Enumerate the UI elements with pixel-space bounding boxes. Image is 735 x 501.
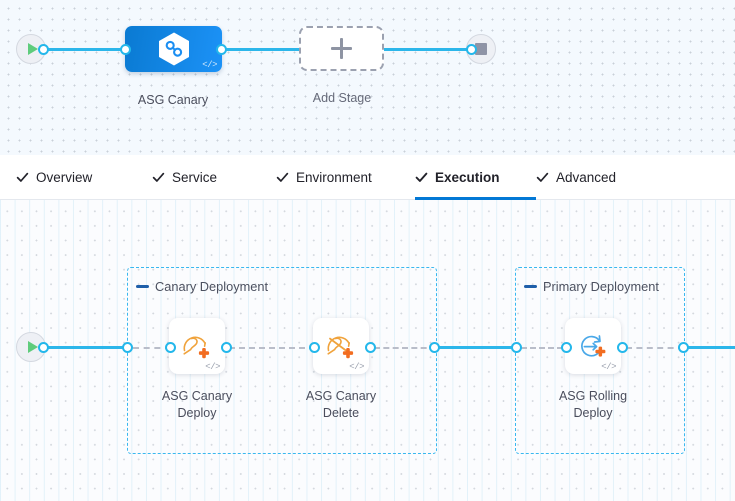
step-input-connector-dot-canary-deploy[interactable] (165, 342, 176, 353)
connector-dash-g1-entry (133, 347, 171, 349)
start-node-connector-dot[interactable] (38, 44, 49, 55)
play-icon (27, 43, 38, 55)
stage-input-connector-dot[interactable] (120, 44, 131, 55)
stage-config-tabs: Overview Service Environment Execution A… (0, 155, 735, 200)
connector-line-add-to-end (383, 48, 472, 51)
tab-label: Environment (296, 169, 372, 185)
step-group-header-canary-deployment: Canary Deployment (136, 279, 268, 294)
play-icon (27, 341, 38, 353)
check-icon (276, 171, 289, 184)
group-title: Primary Deployment (543, 279, 659, 294)
connector-line-start-to-stage (42, 48, 132, 51)
connector-line-start-to-group1 (42, 346, 132, 349)
step-group-canary-deployment[interactable] (127, 267, 437, 454)
add-stage-button[interactable] (299, 26, 384, 71)
step-node-asg-canary-deploy[interactable]: </> (169, 318, 225, 374)
code-badge-icon: </> (349, 362, 364, 372)
group1-exit-connector-dot[interactable] (429, 342, 440, 353)
check-icon (16, 171, 29, 184)
step-output-connector-dot-rolling-deploy[interactable] (617, 342, 628, 353)
step-input-connector-dot-canary-delete[interactable] (309, 342, 320, 353)
group2-exit-connector-dot[interactable] (678, 342, 689, 353)
group1-entry-connector-dot[interactable] (122, 342, 133, 353)
connector-dash-g1-between (229, 347, 315, 349)
step-group-header-primary-deployment: Primary Deployment (524, 279, 659, 294)
check-icon (152, 171, 165, 184)
code-badge-icon: </> (202, 60, 217, 70)
group2-entry-connector-dot[interactable] (511, 342, 522, 353)
collapse-dash-icon[interactable] (524, 285, 537, 288)
tab-label: Execution (435, 169, 500, 185)
connector-line-group1-to-group2 (434, 346, 521, 349)
stage-canvas[interactable]: </> ASG Canary Add Stage (0, 0, 735, 155)
execution-start-connector-dot[interactable] (38, 342, 49, 353)
tab-advanced[interactable]: Advanced (536, 155, 656, 200)
asg-rolling-deploy-icon (576, 330, 610, 362)
collapse-dash-icon[interactable] (136, 285, 149, 288)
asg-canary-delete-icon (324, 330, 358, 362)
check-icon (536, 171, 549, 184)
connector-line-group2-to-edge (685, 346, 735, 349)
step-node-asg-canary-delete[interactable]: </> (313, 318, 369, 374)
stage-node-asg-canary[interactable]: </> (125, 26, 222, 72)
asg-canary-deploy-icon (180, 330, 214, 362)
step-node-asg-rolling-deploy[interactable]: </> (565, 318, 621, 374)
tab-overview[interactable]: Overview (0, 155, 152, 200)
execution-canvas[interactable]: Canary Deployment Primary Deployment (0, 200, 735, 501)
step-group-primary-deployment[interactable] (515, 267, 685, 454)
step-label-asg-canary-delete: ASG Canary Delete (305, 389, 377, 420)
tab-label: Advanced (556, 169, 617, 185)
step-label-asg-canary-deploy: ASG Canary Deploy (161, 389, 233, 420)
tab-service[interactable]: Service (152, 155, 276, 200)
stage-label-asg-canary: ASG Canary (137, 93, 209, 107)
code-badge-icon: </> (601, 362, 616, 372)
group-title: Canary Deployment (155, 279, 269, 294)
step-output-connector-dot-canary-delete[interactable] (365, 342, 376, 353)
step-input-connector-dot-rolling-deploy[interactable] (561, 342, 572, 353)
tab-label: Overview (36, 169, 93, 185)
plus-icon-vertical (340, 38, 343, 59)
check-icon (415, 171, 428, 184)
stage-output-connector-dot[interactable] (216, 44, 227, 55)
end-node-connector-dot[interactable] (466, 44, 477, 55)
tab-environment[interactable]: Environment (276, 155, 415, 200)
stop-icon (475, 43, 487, 55)
tab-label: Service (172, 169, 218, 185)
harness-deploy-hexagon-icon (157, 31, 191, 67)
step-label-asg-rolling-deploy: ASG Rolling Deploy (558, 389, 628, 420)
add-stage-label: Add Stage (312, 91, 372, 105)
tab-execution[interactable]: Execution (415, 155, 536, 200)
step-output-connector-dot-canary-deploy[interactable] (221, 342, 232, 353)
connector-line-stage-to-add (216, 48, 301, 51)
connector-dash-g1-exit (374, 347, 436, 349)
code-badge-icon: </> (205, 362, 220, 372)
connector-dash-g2-exit (626, 347, 684, 349)
connector-dash-g2-entry (521, 347, 563, 349)
